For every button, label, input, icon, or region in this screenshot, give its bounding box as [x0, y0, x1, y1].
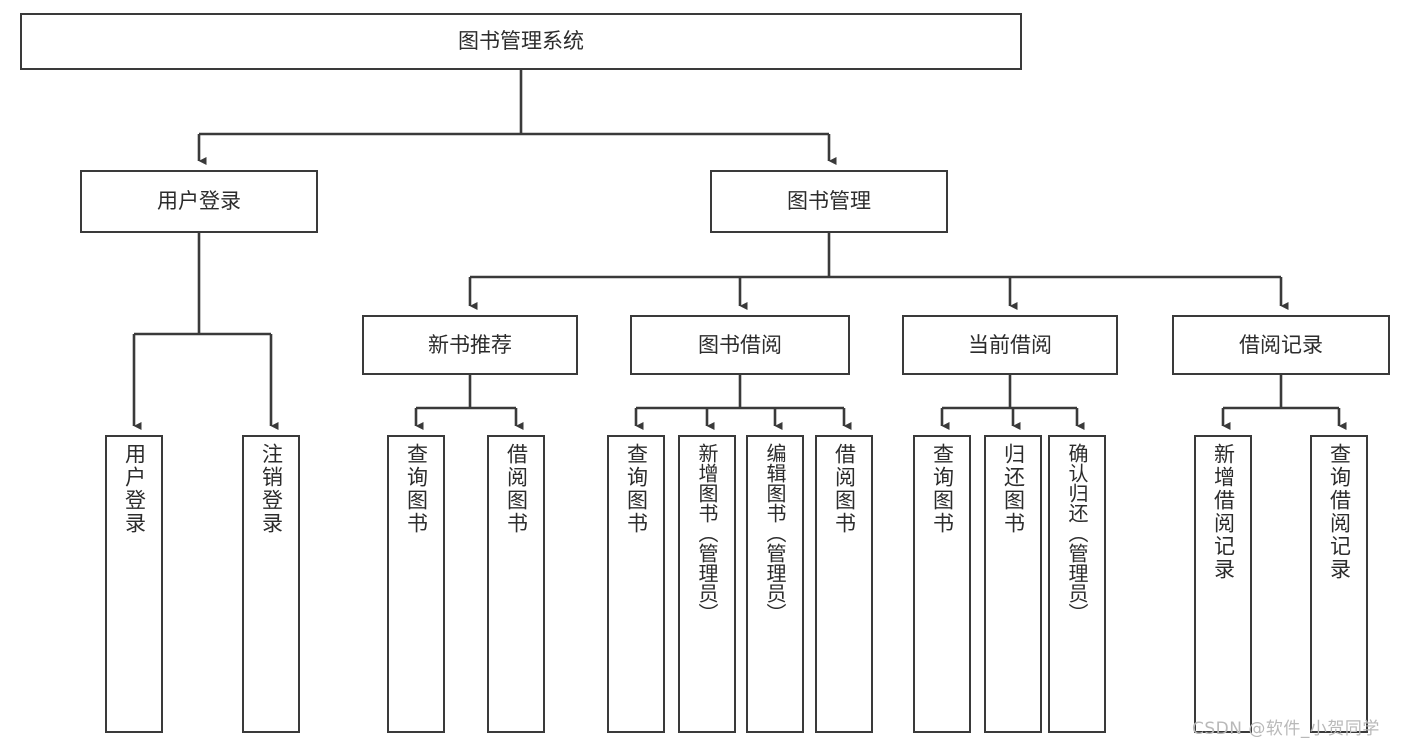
- node-leaf-logout[interactable]: 注销登录: [242, 435, 300, 733]
- node-leaf-cb-confirm-return[interactable]: 确认归还（管理员）: [1048, 435, 1106, 733]
- node-current-borrow[interactable]: 当前借阅: [902, 315, 1118, 375]
- node-label: 用户登录: [122, 443, 147, 535]
- node-book-borrow[interactable]: 图书借阅: [630, 315, 850, 375]
- node-label: 查询借阅记录: [1327, 443, 1352, 581]
- node-label: 借阅图书: [832, 443, 857, 535]
- node-user-login[interactable]: 用户登录: [80, 170, 318, 233]
- node-label: 编辑图书（管理员）: [763, 443, 787, 623]
- node-new-book-rec[interactable]: 新书推荐: [362, 315, 578, 375]
- node-label: 借阅图书: [504, 443, 529, 535]
- node-label: 确认归还（管理员）: [1065, 443, 1089, 623]
- node-label: 借阅记录: [1239, 332, 1323, 357]
- node-leaf-br-query-record[interactable]: 查询借阅记录: [1310, 435, 1368, 733]
- node-label: 图书管理系统: [458, 29, 584, 54]
- node-label: 图书管理: [787, 189, 871, 214]
- node-book-manage[interactable]: 图书管理: [710, 170, 948, 233]
- watermark-text: CSDN @软件_小贺同学: [1192, 719, 1380, 739]
- node-label: 新增借阅记录: [1211, 443, 1236, 581]
- node-label: 图书借阅: [698, 332, 782, 357]
- node-label: 注销登录: [259, 443, 284, 535]
- node-leaf-bb-borrow-book[interactable]: 借阅图书: [815, 435, 873, 733]
- node-borrow-record[interactable]: 借阅记录: [1172, 315, 1390, 375]
- node-label: 新书推荐: [428, 332, 512, 357]
- node-label: 归还图书: [1001, 443, 1026, 535]
- node-leaf-cb-return-book[interactable]: 归还图书: [984, 435, 1042, 733]
- node-leaf-rec-query-book[interactable]: 查询图书: [387, 435, 445, 733]
- node-label: 当前借阅: [968, 332, 1052, 357]
- node-leaf-rec-borrow-book[interactable]: 借阅图书: [487, 435, 545, 733]
- node-leaf-br-add-record[interactable]: 新增借阅记录: [1194, 435, 1252, 733]
- node-label: 用户登录: [157, 189, 241, 214]
- node-leaf-bb-query-book[interactable]: 查询图书: [607, 435, 665, 733]
- node-label: 查询图书: [624, 443, 649, 535]
- node-root[interactable]: 图书管理系统: [20, 13, 1022, 70]
- node-leaf-cb-query-book[interactable]: 查询图书: [913, 435, 971, 733]
- node-leaf-user-login[interactable]: 用户登录: [105, 435, 163, 733]
- node-label: 查询图书: [930, 443, 955, 535]
- node-leaf-bb-add-book[interactable]: 新增图书（管理员）: [678, 435, 736, 733]
- node-label: 新增图书（管理员）: [695, 443, 719, 623]
- node-leaf-bb-edit-book[interactable]: 编辑图书（管理员）: [746, 435, 804, 733]
- node-label: 查询图书: [404, 443, 429, 535]
